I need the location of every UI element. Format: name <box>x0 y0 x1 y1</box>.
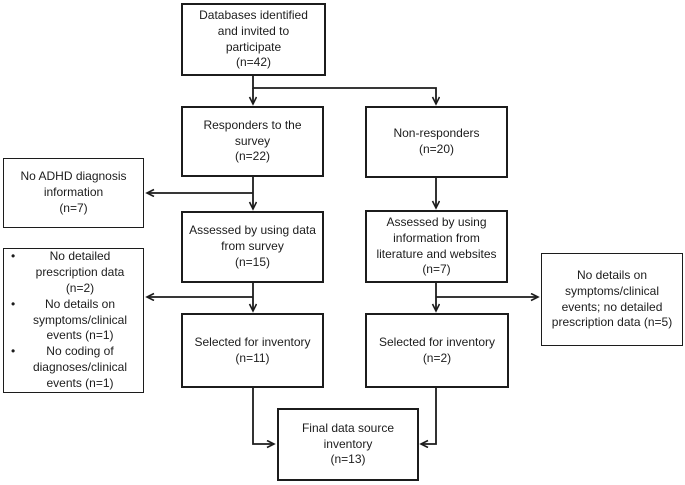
node-survey-exclusions: • No detailed prescription data (n=2) • No … <box>3 248 144 393</box>
node-literature-exclusions-text: No details on symptoms/clinical events; … <box>551 267 673 330</box>
node-selected-inventory-survey: Selected for inventory (n=11) <box>181 313 324 388</box>
node-selected-inventory-literature: Selected for inventory (n=2) <box>365 313 509 388</box>
connector-databases-split <box>252 76 436 104</box>
node-assessed-by-literature: Assessed by using information from liter… <box>365 210 508 283</box>
node-no-adhd-diagnosis: No ADHD diagnosis information (n=7) <box>3 158 144 228</box>
node-no-adhd-diagnosis-text: No ADHD diagnosis information (n=7) <box>20 169 127 215</box>
node-assessed-by-literature-text: Assessed by using information from liter… <box>376 214 497 277</box>
node-responders-text: Responders to the survey (n=22) <box>203 117 302 164</box>
node-databases-text: Databases identified and invited to part… <box>199 7 308 70</box>
node-non-responders: Non-responders (n=20) <box>365 106 508 178</box>
bullet-item-text: No detailed prescription data (n=2) <box>35 249 125 295</box>
node-final-inventory-text: Final data source inventory (n=13) <box>301 420 395 467</box>
node-selected-inventory-survey-text: Selected for inventory (n=11) <box>194 334 311 365</box>
bullet-item: • No coding of diagnoses/clinical events … <box>8 344 139 391</box>
node-responders: Responders to the survey (n=22) <box>181 106 324 177</box>
node-non-responders-text: Non-responders (n=20) <box>393 126 480 156</box>
arrow-selected-literature-to-final <box>421 388 437 444</box>
node-assessed-by-survey: Assessed by using data from survey (n=15… <box>181 211 324 283</box>
node-selected-inventory-literature-text: Selected for inventory (n=2) <box>378 334 496 365</box>
bullet-item-text: No coding of diagnoses/clinical events (… <box>32 344 128 390</box>
node-databases-identified: Databases identified and invited to part… <box>181 3 326 76</box>
bullet-item: • No detailed prescription data (n=2) <box>8 249 139 296</box>
bullet-icon: • <box>11 296 16 311</box>
node-final-inventory: Final data source inventory (n=13) <box>277 408 419 481</box>
node-assessed-by-survey-text: Assessed by using data from survey (n=15… <box>189 223 316 269</box>
bullet-icon: • <box>11 344 16 359</box>
node-literature-exclusions: No details on symptoms/clinical events; … <box>541 253 683 346</box>
bullet-item: • No details on symptoms/clinical events … <box>8 297 139 344</box>
bullet-icon: • <box>11 249 16 264</box>
bullet-item-text: No details on symptoms/clinical events (… <box>32 296 128 343</box>
arrow-selected-survey-to-final <box>252 388 274 444</box>
